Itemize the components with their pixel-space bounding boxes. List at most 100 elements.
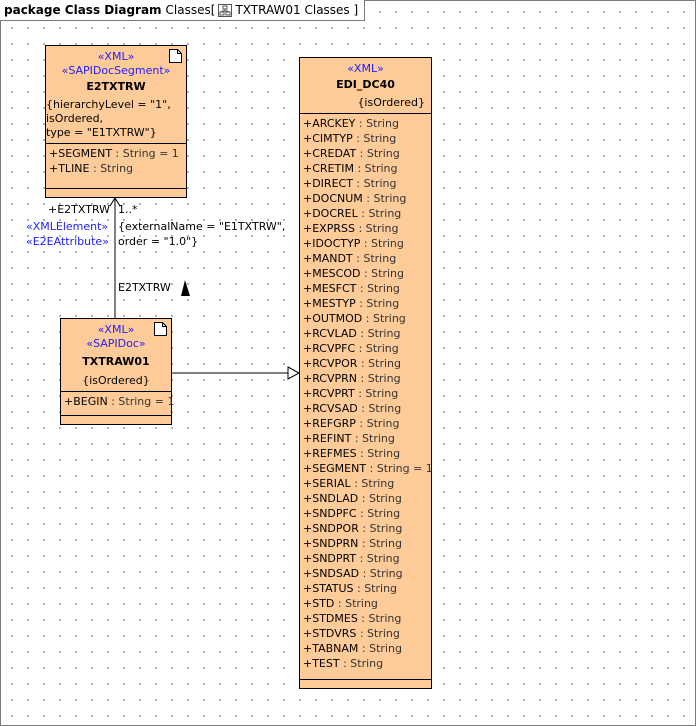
attribute-row[interactable]: +RCVPOR : String: [300, 356, 431, 371]
attribute-row[interactable]: +REFINT : String: [300, 431, 431, 446]
attribute-row[interactable]: +RCVLAD : String: [300, 326, 431, 341]
class-name: E2TXTRW: [86, 80, 146, 93]
attribute-row[interactable]: +SNDSAD : String: [300, 566, 431, 581]
attribute-name: +RCVPFC: [303, 342, 356, 355]
attribute-type: : String = 1: [366, 462, 433, 475]
attribute-row[interactable]: +SEGMENT : String = 1: [300, 461, 433, 476]
attribute-type: : String: [334, 597, 378, 610]
multiplicity-label: 1..*: [118, 203, 138, 216]
attribute-row[interactable]: +ARCKEY : String: [300, 116, 431, 131]
attribute-name: +TEST: [303, 657, 340, 670]
attribute-row[interactable]: +STD : String: [300, 596, 431, 611]
attribute-row[interactable]: +MESCOD : String: [300, 266, 431, 281]
attribute-type: : String: [360, 267, 404, 280]
attribute-type: : String: [354, 222, 399, 235]
attribute-name: +SERIAL: [303, 477, 351, 490]
attribute-name: +RCVSAD: [303, 402, 358, 415]
attribute-row[interactable]: +RCVSAD : String: [300, 401, 431, 416]
attribute-type: : String: [352, 132, 397, 145]
attribute-type: : String: [353, 162, 398, 175]
attribute-type: : String: [356, 327, 401, 340]
attribute-row[interactable]: +TEST : String: [300, 656, 431, 671]
stereotype-xml: «XML»: [97, 323, 135, 336]
attribute-row[interactable]: +EXPRSS : String: [300, 221, 431, 236]
operations-compartment: [61, 415, 171, 416]
attribute-row[interactable]: +DOCNUM : String: [300, 191, 431, 206]
attribute-name: +OUTMOD: [303, 312, 363, 325]
attributes-compartment: +ARCKEY : String+CIMTYP : String+CREDAT …: [300, 113, 433, 671]
attribute-row[interactable]: +SEGMENT : String = 1: [46, 146, 186, 161]
attribute-type: : String: [354, 387, 399, 400]
attribute-name: +SNDLAD: [303, 492, 359, 505]
class-edi-dc40[interactable]: «XML» EDI_DC40 {isOrdered} +ARCKEY : Str…: [299, 57, 433, 689]
attribute-row[interactable]: +SNDPRN : String: [300, 536, 431, 551]
class-txtraw01[interactable]: «XML» «SAPIDoc» TXTRAW01 {isOrdered} +BE…: [60, 318, 174, 425]
attribute-type: : String: [356, 552, 400, 565]
attribute-row[interactable]: +TLINE : String: [46, 161, 186, 176]
attribute-type: : String: [355, 117, 399, 130]
attribute-name: +STATUS: [303, 582, 354, 595]
attribute-row[interactable]: +CIMTYP : String: [300, 131, 431, 146]
attribute-type: : String: [356, 507, 401, 520]
class-e2txtrw[interactable]: «XML» «SAPIDocSegment» E2TXTRW {hierarch…: [45, 45, 187, 198]
attribute-row[interactable]: +SERIAL : String: [300, 476, 431, 491]
attribute-type: : String: [351, 432, 395, 445]
attribute-type: : String: [362, 192, 407, 205]
attribute-name: +SNDPFC: [303, 507, 357, 520]
attribute-name: +DOCREL: [303, 207, 358, 220]
attribute-row[interactable]: +IDOCTYP : String: [300, 236, 431, 251]
stereotype-sapidocsegment: «SAPIDocSegment»: [61, 64, 171, 77]
attribute-row[interactable]: +MESTYP : String: [300, 296, 431, 311]
attribute-name: +SNDSAD: [303, 567, 360, 580]
class-constraint: {isOrdered}: [82, 374, 150, 387]
attribute-row[interactable]: +STDMES : String: [300, 611, 431, 626]
class-name: EDI_DC40: [336, 78, 395, 91]
attribute-row[interactable]: +MANDT : String: [300, 251, 431, 266]
attribute-row[interactable]: +MESFCT : String: [300, 281, 431, 296]
attribute-type: : String: [358, 492, 402, 505]
tagged-value: isOrdered,: [46, 112, 104, 125]
attribute-name: +STDVRS: [303, 627, 357, 640]
attribute-row[interactable]: +RCVPRN : String: [300, 371, 431, 386]
class-name: TXTRAW01: [82, 355, 150, 368]
attribute-row[interactable]: +STATUS : String: [300, 581, 431, 596]
class-diagram-icon: [218, 3, 233, 17]
attribute-row[interactable]: +CRETIM : String: [300, 161, 431, 176]
attribute-name: +SEGMENT: [303, 462, 367, 475]
attribute-row[interactable]: +SNDPOR : String: [300, 521, 431, 536]
association-tagged-value: order = "1.0"}: [118, 235, 199, 248]
attribute-name: +STDMES: [303, 612, 358, 625]
attribute-row[interactable]: +RCVPRT : String: [300, 386, 431, 401]
attribute-row[interactable]: +SNDLAD : String: [300, 491, 431, 506]
role-stereotype-xmlelement: «XMLElement»: [26, 220, 109, 233]
attribute-row[interactable]: +SNDPRT : String: [300, 551, 431, 566]
attribute-name: +DIRECT: [303, 177, 353, 190]
attribute-row[interactable]: +CREDAT : String: [300, 146, 431, 161]
stereotype-sapidoc: «SAPIDoc»: [86, 337, 146, 350]
package-label: package Class Diagram: [4, 3, 162, 17]
association-arrowhead: [109, 197, 121, 207]
bracket-close-text: ]: [349, 3, 359, 17]
attribute-type: : String: [356, 627, 400, 640]
attribute-type: : String: [357, 612, 402, 625]
attribute-row[interactable]: +DIRECT : String: [300, 176, 431, 191]
attribute-type: : String: [355, 297, 400, 310]
attribute-row[interactable]: +OUTMOD : String: [300, 311, 431, 326]
attribute-type: : String = 1: [107, 395, 175, 408]
attribute-row[interactable]: +TABNAM : String: [300, 641, 431, 656]
attribute-row[interactable]: +SNDPFC : String: [300, 506, 431, 521]
attribute-row[interactable]: +REFGRP : String: [300, 416, 431, 431]
attribute-name: +RCVLAD: [303, 327, 357, 340]
association-name-label: E2TXTRW: [118, 281, 171, 294]
attribute-row[interactable]: +BEGIN : String = 1: [61, 394, 174, 409]
attribute-name: +CRETIM: [303, 162, 354, 175]
attribute-row[interactable]: +RCVPFC : String: [300, 341, 431, 356]
attribute-name: +EXPRSS: [303, 222, 355, 235]
attribute-row[interactable]: +REFMES : String: [300, 446, 431, 461]
attribute-row[interactable]: +STDVRS : String: [300, 626, 431, 641]
attribute-row[interactable]: +DOCREL : String: [300, 206, 431, 221]
diagram-name: TXTRAW01 Classes: [235, 3, 350, 17]
tagged-value: {hierarchyLevel = "1",: [46, 98, 171, 111]
operations-compartment: [300, 679, 431, 680]
